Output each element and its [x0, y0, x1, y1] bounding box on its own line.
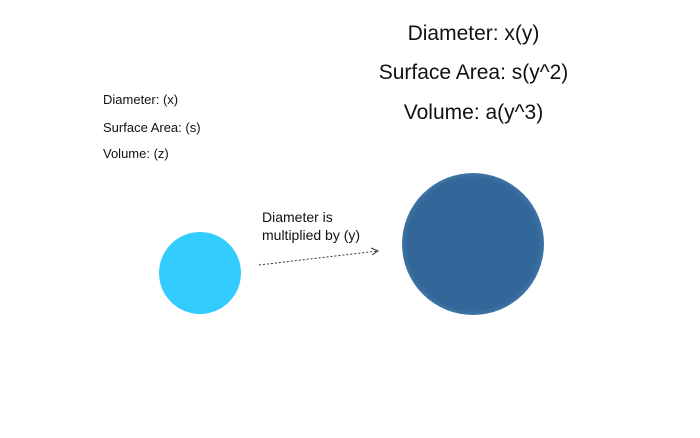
arrow-caption-line-2: multiplied by (y): [262, 227, 361, 243]
arrow-caption-line-1: Diameter is: [262, 209, 333, 225]
small-surface-area-label: Surface Area: (s): [103, 120, 201, 135]
small-volume-label: Volume: (z): [103, 146, 169, 161]
large-surface-area-label: Surface Area: s(y^2): [378, 61, 569, 84]
large-sphere: [402, 173, 544, 315]
arrow-caption: Diameter is multiplied by (y): [262, 208, 360, 244]
large-diameter-label: Diameter: x(y): [407, 22, 540, 45]
multiply-arrow: [258, 247, 380, 266]
large-volume-label: Volume: a(y^3): [403, 101, 544, 124]
small-sphere: [159, 232, 241, 314]
small-diameter-label: Diameter: (x): [103, 92, 179, 107]
